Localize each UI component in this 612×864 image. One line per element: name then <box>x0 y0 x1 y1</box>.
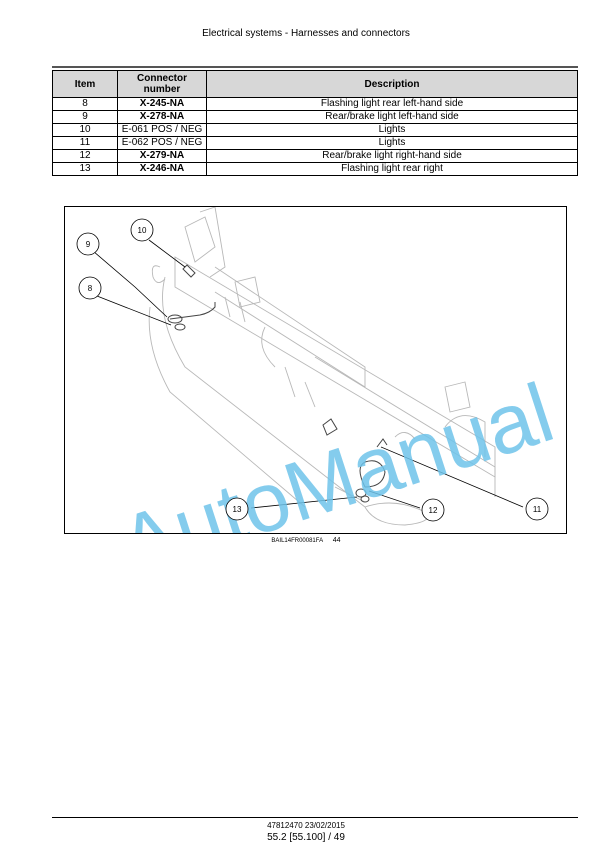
column-header-item: Item <box>52 70 118 98</box>
footer-page-number: 55.2 [55.100] / 49 <box>267 832 345 843</box>
cell-connector: X-278-NA <box>117 110 207 124</box>
connector-table: Item Connector number Description 8 X-24… <box>52 70 578 176</box>
callout-10: 10 <box>130 218 154 242</box>
cell-description: Lights <box>206 123 578 137</box>
table-row: 10 E-061 POS / NEG Lights <box>52 123 578 137</box>
callout-11-label: 11 <box>533 505 542 514</box>
callout-9-label: 9 <box>86 240 91 249</box>
cell-connector: E-061 POS / NEG <box>117 123 207 137</box>
connector-parts <box>167 264 388 503</box>
watermark-text: AutoManual <box>109 365 564 533</box>
cell-description: Rear/brake light left-hand side <box>206 110 578 124</box>
footer-rule <box>52 817 578 818</box>
image-code: BAIL14FR00081FA <box>271 538 324 544</box>
cell-item: 8 <box>52 97 118 111</box>
page-header-title: Electrical systems - Harnesses and conne… <box>202 28 410 39</box>
column-header-connector: Connector number <box>117 70 207 98</box>
figure-number: 44 <box>332 537 341 544</box>
cell-connector: X-279-NA <box>117 149 207 163</box>
footer-doc-code: 47812470 23/02/2015 <box>267 821 345 830</box>
cell-connector: E-062 POS / NEG <box>117 136 207 150</box>
callout-8: 8 <box>78 276 102 300</box>
table-row: 9 X-278-NA Rear/brake light left-hand si… <box>52 110 578 124</box>
figure-caption: BAIL14FR00081FA 44 <box>0 537 612 544</box>
cell-description: Rear/brake light right-hand side <box>206 149 578 163</box>
table-row: 13 X-246-NA Flashing light rear right <box>52 162 578 176</box>
table-row: 12 X-279-NA Rear/brake light right-hand … <box>52 149 578 163</box>
table-row: 11 E-062 POS / NEG Lights <box>52 136 578 150</box>
wiring-illustration: AutoManual 9 10 8 13 12 11 <box>64 206 567 534</box>
illustration-drawing: AutoManual 9 10 8 13 12 11 <box>76 207 564 533</box>
cell-description: Flashing light rear right <box>206 162 578 176</box>
leader-lines <box>92 239 524 509</box>
callout-10-label: 10 <box>138 226 147 235</box>
cell-connector: X-246-NA <box>117 162 207 176</box>
table-header-row: Item Connector number Description <box>52 70 578 98</box>
cell-item: 13 <box>52 162 118 176</box>
cell-description: Lights <box>206 136 578 150</box>
table-row: 8 X-245-NA Flashing light rear left-hand… <box>52 97 578 111</box>
column-header-description: Description <box>206 70 578 98</box>
callout-12-label: 12 <box>429 506 438 515</box>
callout-8-label: 8 <box>88 284 93 293</box>
cell-item: 11 <box>52 136 118 150</box>
callout-13: 13 <box>225 497 249 521</box>
cell-item: 10 <box>52 123 118 137</box>
cell-description: Flashing light rear left-hand side <box>206 97 578 111</box>
cell-item: 9 <box>52 110 118 124</box>
callout-11: 11 <box>525 497 549 521</box>
cell-item: 12 <box>52 149 118 163</box>
cell-connector: X-245-NA <box>117 97 207 111</box>
callout-9: 9 <box>76 232 100 256</box>
callout-13-label: 13 <box>233 505 242 514</box>
callout-12: 12 <box>421 498 445 522</box>
header-rule <box>52 66 578 68</box>
